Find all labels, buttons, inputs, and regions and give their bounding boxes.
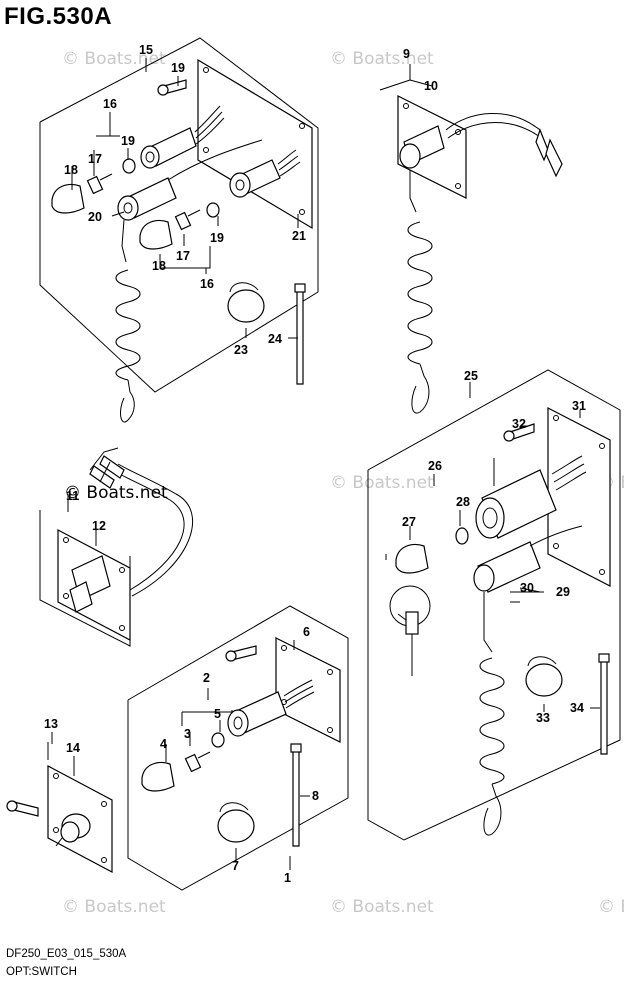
callout-number: 15: [139, 43, 153, 57]
watermark-text: © Boats.net: [62, 897, 166, 917]
key-icon: [174, 211, 192, 231]
callout-number: 26: [428, 459, 442, 473]
kit-11-group: [39, 447, 194, 647]
cap-icon: [141, 761, 175, 792]
callout-number: 3: [184, 727, 191, 741]
copyright-overlay: © Boats.net: [64, 483, 168, 503]
kit-15-group: [39, 37, 319, 423]
callout-number: 11: [66, 489, 79, 503]
callout-number: 20: [88, 210, 102, 224]
callout-number: 14: [66, 741, 80, 755]
nut-icon: [122, 158, 136, 174]
kit-9-group: [379, 64, 563, 414]
callout-number: 18: [64, 163, 78, 177]
figure-name: OPT:SWITCH: [6, 966, 77, 978]
callout-number: 18: [152, 259, 166, 273]
cap-35: [525, 663, 563, 697]
figure-code: DF250_E03_015_530A: [6, 948, 127, 960]
callout-number: 1: [284, 871, 291, 885]
callout-number: 33: [536, 711, 550, 725]
callout-number: 12: [92, 519, 106, 533]
kit-25-group: [367, 369, 621, 841]
kit-1-group: [127, 605, 349, 891]
watermark-text: © Boats.net: [330, 473, 434, 493]
callout-number: 13: [44, 717, 58, 731]
lanyard-coil: [407, 221, 433, 365]
kit-13-group: [6, 732, 113, 873]
watermark-text: © Boats.net: [62, 49, 166, 69]
key-icon: [184, 753, 202, 773]
watermark-text: © Boats.net: [330, 49, 434, 69]
cap-icon: [139, 219, 173, 250]
callout-number: 19: [171, 61, 185, 75]
callout-number: 30: [520, 581, 534, 595]
callout-numbers: 15 19 16 19 19 17 18 20 21 19 17 18 16 2…: [44, 43, 586, 885]
nut-icon: [455, 527, 469, 545]
key-icon: [405, 611, 419, 635]
callout-number: 24: [268, 332, 282, 346]
watermark-layer: © Boats.net © Boats.net © Boats.net © Bo…: [62, 49, 624, 917]
lanyard-coil: [479, 657, 505, 785]
callout-number: 21: [292, 229, 306, 243]
callout-number: 27: [402, 515, 416, 529]
connector-icon: [99, 455, 125, 479]
cap-7: [217, 809, 255, 843]
cable-tie: [292, 749, 300, 847]
cap-23: [227, 289, 265, 323]
key-icon: [86, 175, 104, 195]
mounting-plate: [275, 637, 341, 743]
callout-number: 29: [556, 585, 570, 599]
screw-icon: [13, 801, 39, 817]
mounting-plate: [547, 407, 611, 587]
watermark-text: © Boats.net: [598, 897, 624, 917]
callout-number: 8: [312, 789, 319, 803]
callout-number: 19: [121, 134, 135, 148]
callout-number: 5: [214, 707, 221, 721]
cable-tie: [600, 659, 608, 755]
callout-number: 17: [176, 249, 190, 263]
cap-icon: [51, 183, 85, 214]
callout-number: 25: [464, 369, 478, 383]
callout-number: 4: [160, 737, 167, 751]
watermark-text: © Boats.net: [330, 897, 434, 917]
callout-number: 6: [303, 625, 310, 639]
callout-number: 17: [88, 152, 102, 166]
mounting-plate: [197, 58, 313, 230]
callout-number: 34: [570, 701, 584, 715]
callout-number: 9: [403, 47, 410, 61]
callout-number: 10: [424, 79, 438, 93]
cable-tie: [296, 287, 304, 385]
callout-number: 32: [512, 417, 526, 431]
callout-number: 7: [232, 859, 239, 873]
lanyard-coil: [115, 269, 141, 381]
cap-icon: [395, 543, 429, 574]
callout-number: 23: [234, 343, 248, 357]
callout-number: 28: [456, 495, 470, 509]
connector-icon: [535, 128, 549, 162]
callout-number: 19: [210, 231, 224, 245]
callout-number: 31: [572, 399, 586, 413]
figure-title: FIG.530A: [4, 3, 113, 30]
callout-number: 16: [103, 97, 117, 111]
callout-number: 2: [203, 671, 210, 685]
connector-icon: [545, 138, 563, 178]
nut-icon: [206, 202, 220, 218]
nut-icon: [211, 732, 225, 748]
callout-number: 16: [200, 277, 214, 291]
